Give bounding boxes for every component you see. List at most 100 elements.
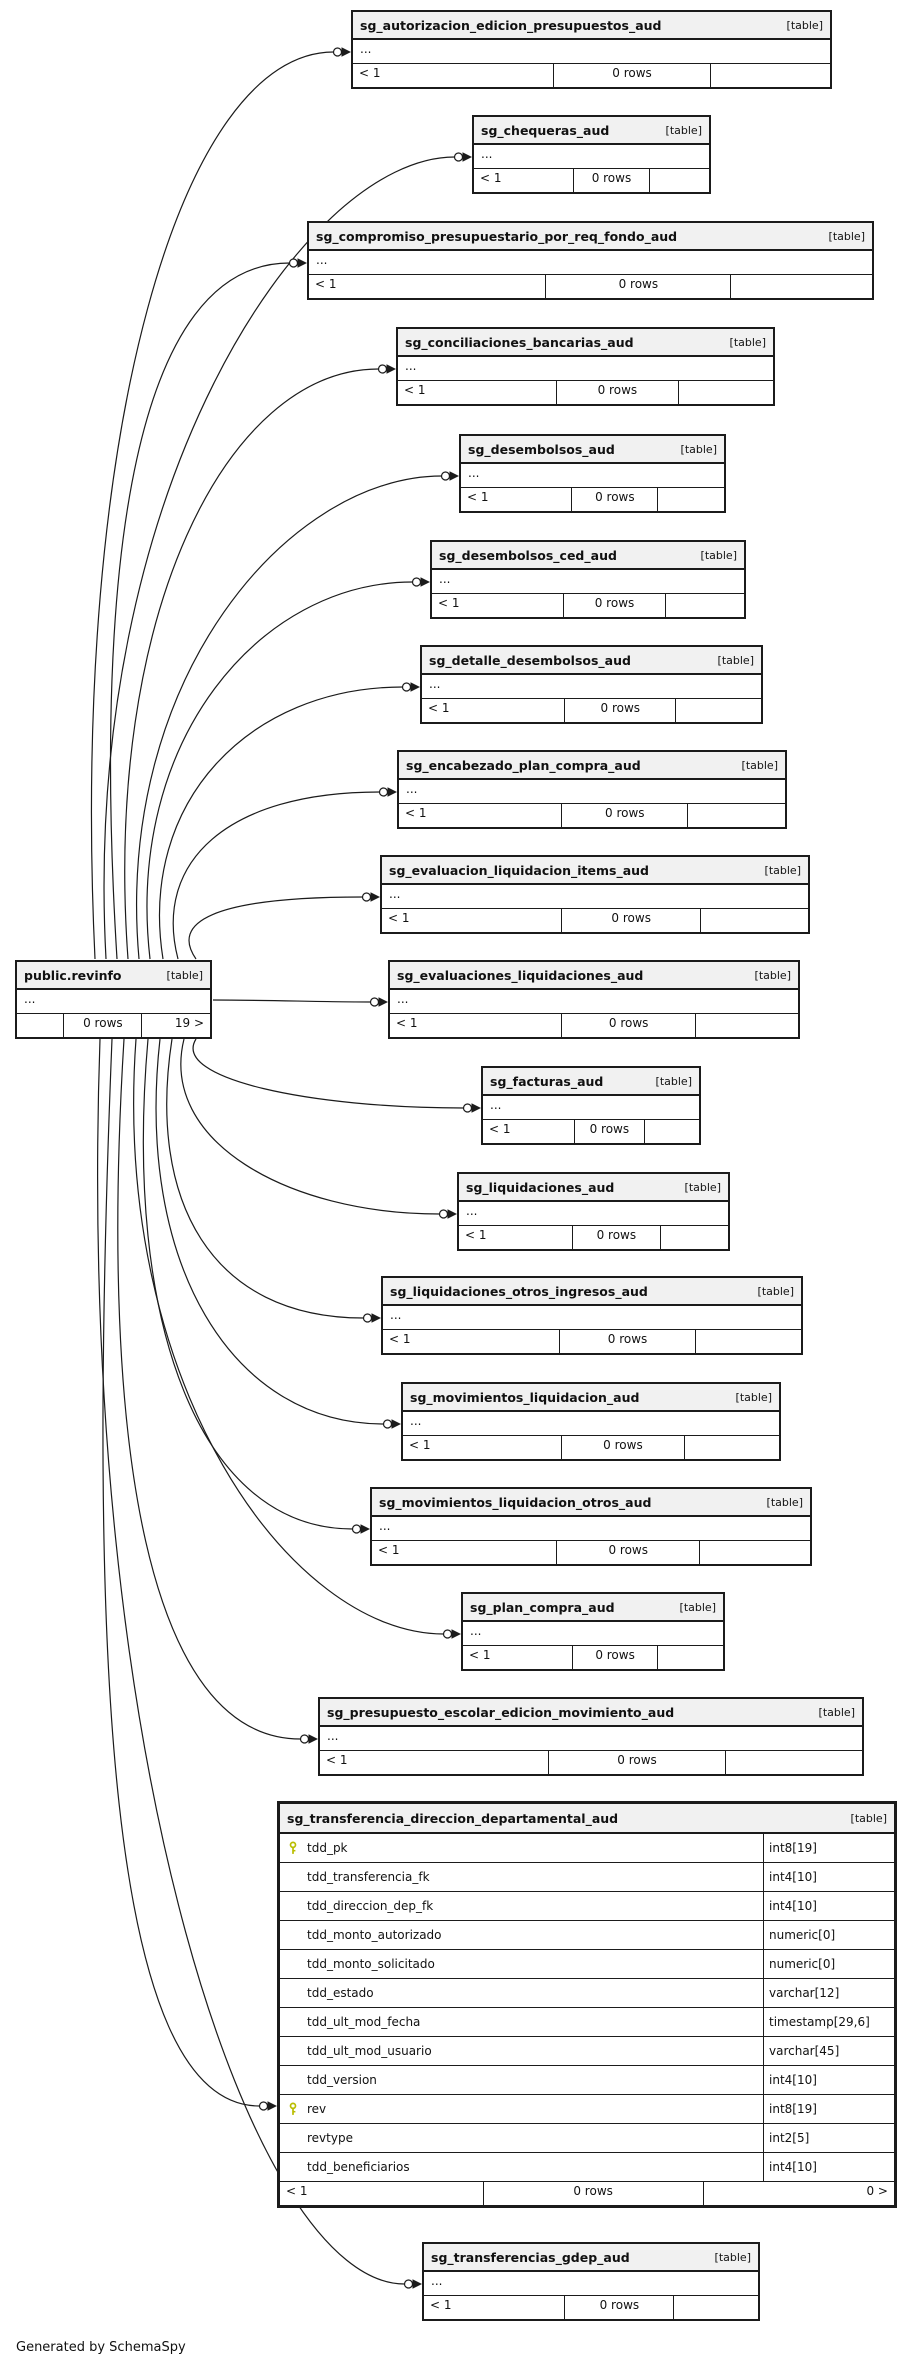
cardinality-zero-icon: [438, 1209, 449, 1219]
table-header: sg_facturas_aud[table]: [483, 1068, 699, 1096]
column-name-text: tdd_ult_mod_fecha: [307, 2015, 421, 2029]
table-node-sg-movimientos-liquidacion-aud[interactable]: sg_movimientos_liquidacion_aud[table]...…: [401, 1382, 781, 1461]
elided-columns-row: ...: [399, 780, 785, 804]
table-node-sg-evaluacion-liquidacion-items-aud[interactable]: sg_evaluacion_liquidacion_items_aud[tabl…: [380, 855, 810, 934]
footer-row-count: 0 rows: [547, 1751, 727, 1774]
footer-children-count: < 1: [388, 911, 410, 925]
footer-children-count: < 1: [378, 1543, 400, 1557]
footer-parents-count: [685, 1436, 779, 1459]
table-name: sg_compromiso_presupuestario_por_req_fon…: [316, 228, 678, 244]
footer-children-count: < 1: [405, 806, 427, 820]
table-name: sg_conciliaciones_bancarias_aud: [405, 334, 634, 350]
relationship-line: [124, 368, 379, 960]
footer-row-count: 0 rows: [545, 275, 732, 298]
relationship-line: [155, 1038, 384, 1425]
table-header: sg_autorizacion_edicion_presupuestos_aud…: [353, 12, 830, 40]
footer-children-count: < 1: [438, 596, 460, 610]
elided-columns-row: ...: [422, 675, 761, 699]
elided-columns-row: ...: [320, 1727, 862, 1751]
elided-columns-row: ...: [403, 1412, 779, 1436]
footer-parents-count: [679, 381, 773, 404]
footer-row-count: 0 rows: [555, 381, 680, 404]
footer-row-count: 0 rows: [553, 64, 711, 87]
table-type-label: [table]: [735, 1390, 772, 1404]
arrowhead-icon: [341, 47, 351, 57]
table-header: sg_detalle_desembolsos_aud[table]: [422, 647, 761, 675]
column-name: tdd_version: [280, 2066, 763, 2094]
table-node-sg-presupuesto-escolar-edicion-movimiento-aud[interactable]: sg_presupuesto_escolar_edicion_movimient…: [318, 1697, 864, 1776]
footer-row-count: 0 rows: [561, 1014, 696, 1037]
table-node-sg-compromiso-presupuestario-por-req-fondo-aud[interactable]: sg_compromiso_presupuestario_por_req_fon…: [307, 221, 874, 300]
primary-key-icon: [289, 1841, 297, 1854]
relationship-line: [142, 1038, 353, 1530]
table-header: sg_plan_compra_aud[table]: [463, 1594, 723, 1622]
column-type: varchar[12]: [763, 1979, 894, 2007]
schemaspy-credit: Generated by SchemaSpy: [16, 2340, 186, 2355]
footer-parents-count: 0 >: [866, 2184, 888, 2198]
elided-columns-row: ...: [383, 1306, 801, 1330]
footer-row-count: 0 rows: [555, 1541, 701, 1564]
relationship-line: [180, 1038, 440, 1215]
column-name: tdd_ult_mod_fecha: [280, 2008, 763, 2036]
table-node-sg-transferencia-direccion-departamental-aud[interactable]: sg_transferencia_direccion_departamental…: [277, 1801, 897, 2208]
elided-columns-row: ...: [372, 1517, 810, 1541]
elided-columns-row: ...: [17, 990, 210, 1014]
footer-parents-count: [661, 1226, 728, 1249]
footer-children-count: < 1: [430, 2298, 452, 2312]
cardinality-zero-icon: [299, 1734, 310, 1744]
cardinality-zero-icon: [442, 1629, 453, 1639]
table-name: sg_evaluacion_liquidacion_items_aud: [389, 862, 649, 878]
elided-columns-row: ...: [459, 1202, 728, 1226]
column-name: revtype: [280, 2124, 763, 2152]
primary-key-icon: [289, 2102, 297, 2115]
footer-row-count: 0 rows: [558, 1330, 697, 1353]
table-header: sg_liquidaciones_aud[table]: [459, 1174, 728, 1202]
footer-row-count: 0 rows: [560, 909, 702, 932]
footer-parents-count: [658, 488, 724, 511]
arrowhead-icon: [371, 1313, 381, 1323]
footer-children-count: < 1: [469, 1648, 491, 1662]
cardinality-zero-icon: [332, 47, 343, 57]
arrowhead-icon: [447, 1209, 457, 1219]
table-node-sg-autorizacion-edicion-presupuestos-aud[interactable]: sg_autorizacion_edicion_presupuestos_aud…: [351, 10, 832, 89]
table-node-sg-encabezado-plan-compra-aud[interactable]: sg_encabezado_plan_compra_aud[table]...<…: [397, 750, 787, 829]
table-type-label: [table]: [850, 1811, 887, 1825]
elided-columns-row: ...: [398, 357, 773, 381]
relationship-line: [172, 791, 380, 960]
cardinality-zero-icon: [382, 1419, 393, 1429]
table-header: sg_desembolsos_ced_aud[table]: [432, 542, 744, 570]
footer-row-count: 0 rows: [572, 1646, 658, 1669]
table-node-sg-liquidaciones-otros-ingresos-aud[interactable]: sg_liquidaciones_otros_ingresos_aud[tabl…: [381, 1276, 803, 1355]
table-name: sg_encabezado_plan_compra_aud: [406, 757, 641, 773]
table-type-label: [table]: [679, 1600, 716, 1614]
table-type-label: [table]: [754, 968, 791, 982]
table-node-sg-evaluaciones-liquidaciones-aud[interactable]: sg_evaluaciones_liquidaciones_aud[table]…: [388, 960, 800, 1039]
table-name: sg_transferencias_gdep_aud: [431, 2249, 630, 2265]
elided-columns-row: ...: [483, 1096, 699, 1120]
arrowhead-icon: [297, 258, 307, 268]
table-header: sg_presupuesto_escolar_edicion_movimient…: [320, 1699, 862, 1727]
table-node-sg-conciliaciones-bancarias-aud[interactable]: sg_conciliaciones_bancarias_aud[table]..…: [396, 327, 775, 406]
cardinality-zero-icon: [462, 1103, 473, 1113]
table-node-sg-movimientos-liquidacion-otros-aud[interactable]: sg_movimientos_liquidacion_otros_aud[tab…: [370, 1487, 812, 1566]
column-name-text: tdd_transferencia_fk: [307, 1870, 430, 1884]
